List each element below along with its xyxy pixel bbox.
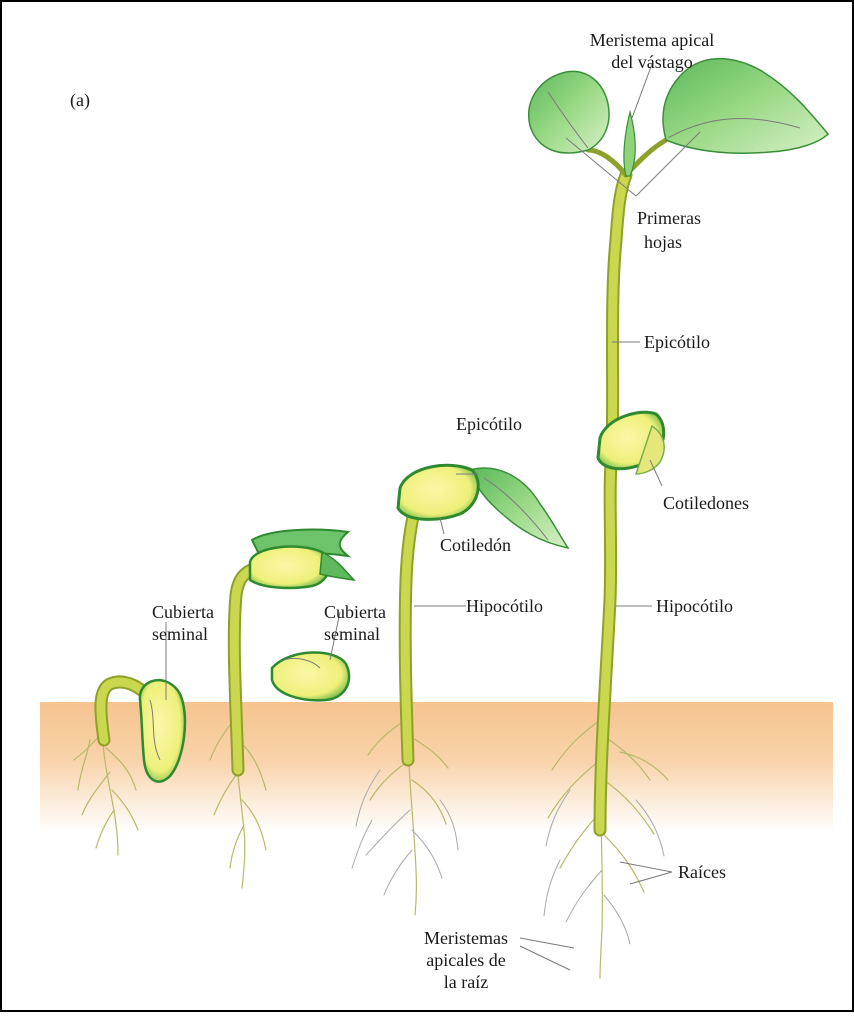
label-meristemas-line2: apicales de: [426, 950, 505, 970]
label-hipocotilo-mid: Hipocótilo: [466, 596, 543, 616]
label-raices: Raíces: [678, 862, 726, 882]
label-meristema-apical-line2: del vástago: [611, 52, 692, 72]
seed-coat-shed: [272, 652, 349, 700]
cotyledon-stage-3: [398, 465, 478, 519]
label-cubierta-1-line2: seminal: [152, 624, 208, 644]
label-meristemas-line1: Meristemas: [424, 928, 508, 948]
label-meristemas-line3: la raíz: [444, 972, 488, 992]
label-cubierta-1-line1: Cubierta: [152, 602, 214, 622]
label-cotiledon: Cotiledón: [440, 535, 511, 555]
label-primeras-hojas-line2: hojas: [644, 232, 682, 252]
label-primeras-hojas-line1: Primeras: [637, 208, 701, 228]
label-cubierta-2-line1: Cubierta: [324, 602, 386, 622]
cotyledons-stage-2: [250, 547, 329, 588]
panel-label: (a): [70, 90, 90, 111]
label-cubierta-2-line2: seminal: [324, 624, 380, 644]
label-meristema-apical-line1: Meristema apical: [590, 30, 714, 50]
label-hipocotilo-tall: Hipocótilo: [656, 596, 733, 616]
label-epicotilo-mid: Epicótilo: [456, 414, 522, 434]
label-epicotilo-tall: Epicótilo: [644, 332, 710, 352]
label-cotiledones: Cotiledones: [663, 493, 749, 513]
